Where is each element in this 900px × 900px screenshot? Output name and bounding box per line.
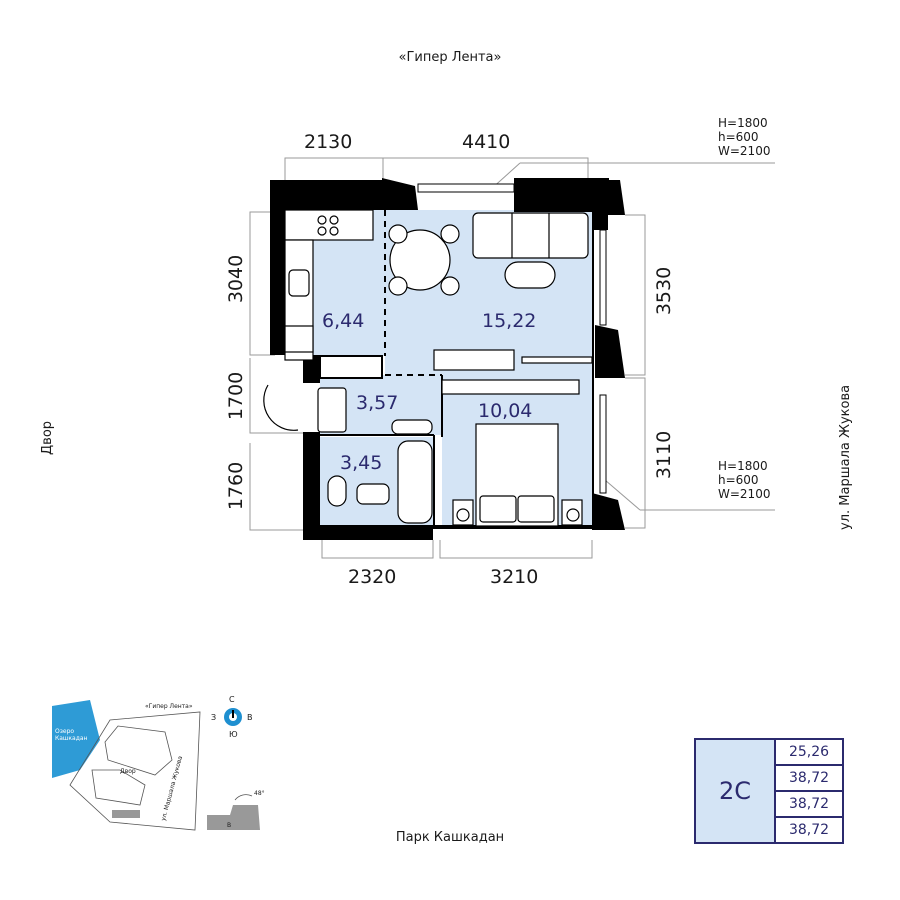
window-top-W: W=2100	[718, 144, 771, 158]
dim-left-middle: 1700	[225, 371, 248, 421]
dim-top-left: 2130	[304, 131, 353, 153]
dim-right-upper: 3530	[653, 266, 676, 316]
apartment-area-total-2: 38,72	[776, 792, 842, 818]
kitchen-fixtures	[284, 209, 374, 361]
apartment-type: 2С	[696, 740, 776, 842]
dim-left-lower: 1760	[225, 461, 248, 511]
apartment-area-living: 25,26	[776, 740, 842, 766]
apartment-areas: 25,26 38,72 38,72 38,72	[776, 740, 842, 842]
site-yard-label: Двор	[120, 768, 136, 775]
compass-east: В	[247, 713, 253, 722]
sofa	[472, 212, 589, 289]
window-spec-bottom: H=1800 h=600 W=2100	[718, 459, 770, 501]
compass	[224, 708, 242, 726]
dim-top-right: 4410	[462, 131, 511, 153]
windows	[417, 183, 607, 494]
street-bottom-label: Парк Кашкадан	[395, 830, 505, 845]
compass-west: З	[211, 713, 217, 722]
room-area-living: 15,22	[482, 310, 537, 332]
site-angle-label: 48°	[254, 790, 265, 797]
street-right-label: ул. Маршала Жукова	[838, 384, 853, 530]
room-area-kitchen: 6,44	[322, 310, 365, 332]
dim-right-lower: 3110	[653, 430, 676, 480]
compass-north: С	[229, 695, 235, 704]
window-spec-top: H=1800 h=600 W=2100	[718, 116, 770, 158]
room-area-bedroom: 10,04	[478, 400, 533, 422]
window-bottom-h: h=600	[718, 473, 759, 487]
walls	[270, 178, 625, 540]
bath-fixtures	[263, 384, 433, 524]
apartment-info-box: 2С 25,26 38,72 38,72 38,72	[694, 738, 844, 844]
apartment-area-total: 38,72	[776, 766, 842, 792]
site-section-label: В	[227, 822, 232, 829]
window-bottom-H: H=1800	[718, 459, 768, 473]
site-plan	[52, 700, 260, 831]
dimension-lines	[249, 157, 775, 559]
dim-bottom-right: 3210	[490, 566, 539, 588]
living-storage	[433, 349, 593, 395]
partitions	[319, 210, 594, 525]
dim-left-upper: 3040	[225, 254, 248, 304]
window-top-H: H=1800	[718, 116, 768, 130]
site-lake-label: Озеро Кашкадан	[55, 728, 88, 742]
room-area-bathroom: 3,45	[340, 452, 383, 474]
dining-set	[388, 224, 460, 296]
site-street-top-label: «Гипер Лента»	[145, 703, 193, 710]
apartment-area-total-3: 38,72	[788, 822, 830, 838]
window-top-h: h=600	[718, 130, 759, 144]
street-top-label: «Гипер Лента»	[398, 50, 502, 65]
room-area-hall: 3,57	[356, 392, 399, 414]
bed	[452, 423, 583, 527]
yard-label: Двор	[40, 420, 55, 455]
compass-south: Ю	[229, 730, 238, 739]
window-bottom-W: W=2100	[718, 487, 771, 501]
dim-bottom-left: 2320	[348, 566, 397, 588]
